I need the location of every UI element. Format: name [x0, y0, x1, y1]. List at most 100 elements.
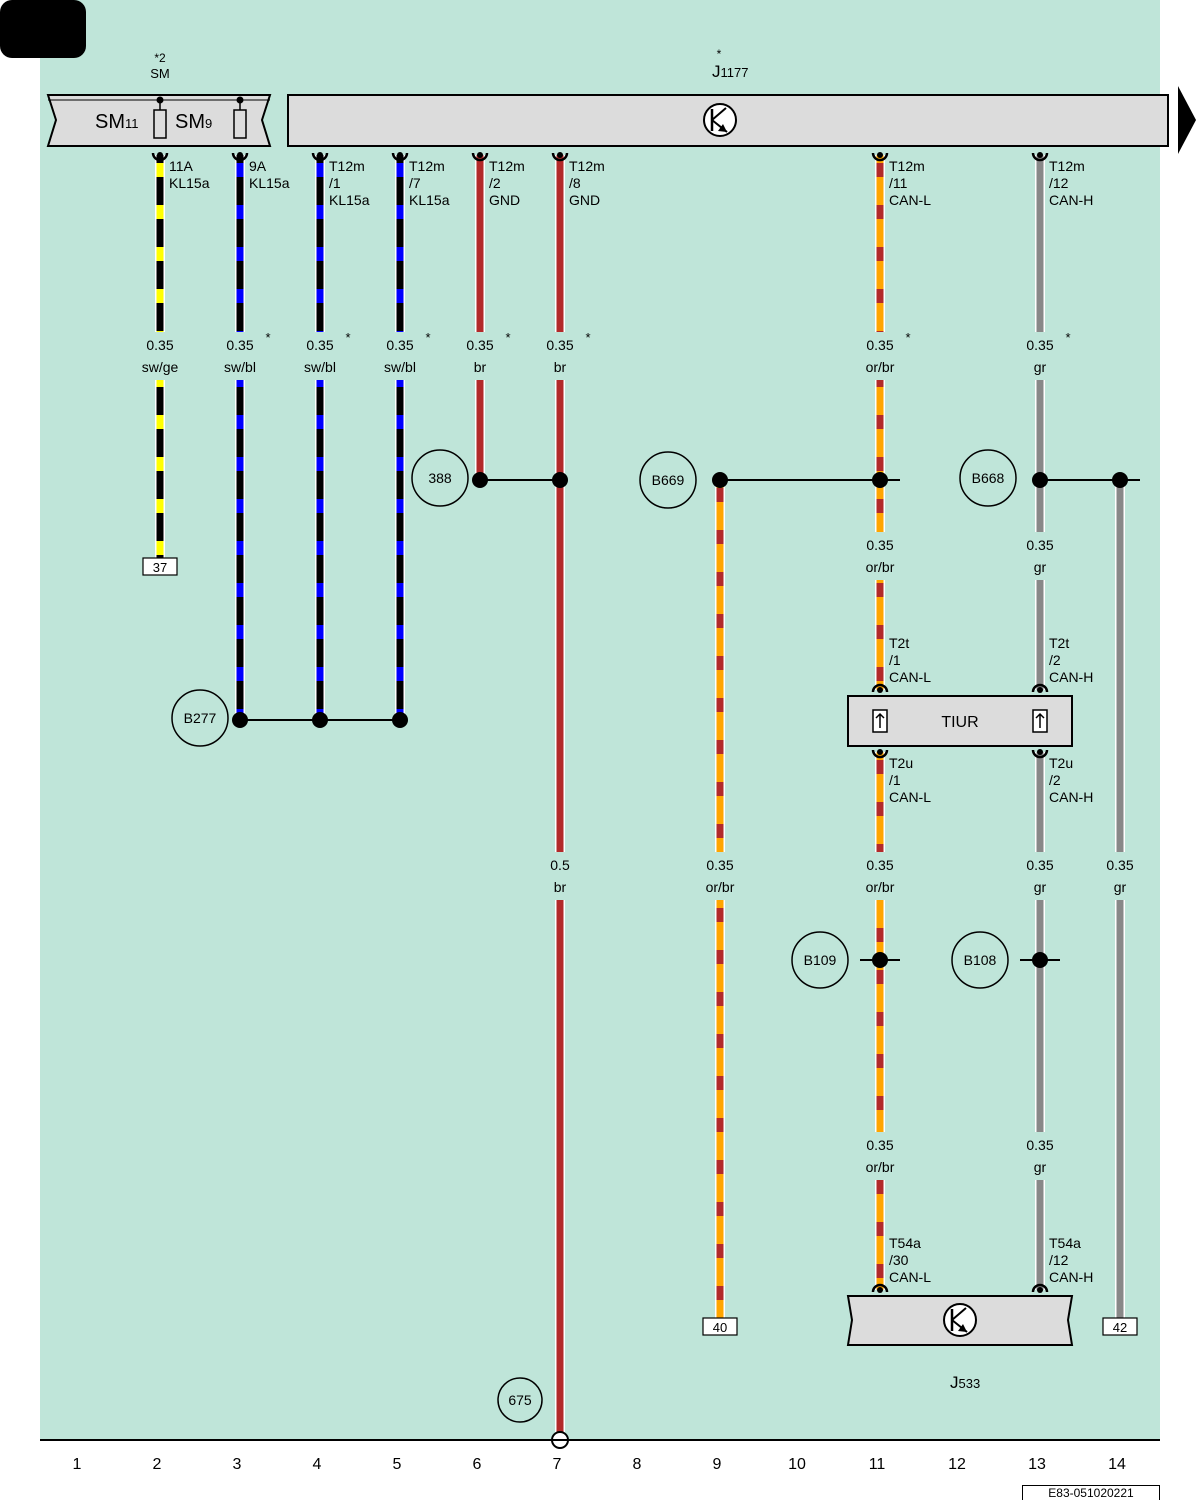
pin-dot	[397, 152, 403, 158]
column-number: 2	[153, 1456, 162, 1473]
pin-dot	[877, 687, 883, 693]
wire-label-col-7-color: br	[554, 359, 567, 375]
wire-label-col-4-note: *	[345, 330, 350, 345]
pin-label: /8	[569, 175, 581, 191]
wire-label-col-13-lower-color: gr	[1034, 879, 1047, 895]
j1177-note: *	[717, 47, 722, 61]
pin-label: T12m	[329, 158, 365, 174]
sm-label: SM	[150, 66, 170, 81]
column-number: 10	[788, 1456, 806, 1473]
wire-label-col-13-bottom-backdrop	[1018, 1132, 1062, 1180]
svg-text:675: 675	[508, 1392, 532, 1408]
wire-label-col-13-bottom-color: gr	[1034, 1159, 1047, 1175]
pin-label: T54a	[889, 1235, 921, 1251]
column-number: 3	[233, 1456, 242, 1473]
pin-label: /1	[329, 175, 341, 191]
pin-label: CAN-L	[889, 1269, 931, 1285]
pin-dot	[1037, 687, 1043, 693]
junction-675: 675	[497, 1377, 543, 1423]
wire-label-col-6-note: *	[505, 330, 510, 345]
continuation-42: 42	[1102, 1317, 1138, 1336]
wire-label-col-7-lower-backdrop	[538, 852, 582, 900]
tiur-label: TIUR	[941, 714, 978, 731]
pin-label: T2t	[889, 635, 909, 651]
column-number: 9	[713, 1456, 722, 1473]
wire-label-col-11-after-B669-color: or/br	[866, 559, 895, 575]
connector-socket-icon	[311, 152, 329, 162]
page-tab	[0, 0, 86, 58]
pin-label: CAN-L	[889, 192, 931, 208]
wire-label-col-13-color: gr	[1034, 359, 1047, 375]
pin-label: T2u	[1049, 755, 1073, 771]
column-number: 7	[553, 1456, 562, 1473]
pin-label: T54a	[1049, 1235, 1081, 1251]
fuse-sm11-label: SM11	[95, 111, 139, 133]
column-number: 8	[633, 1456, 642, 1473]
wire-label-col-2-size: 0.35	[146, 337, 173, 353]
wire-label-col-11-lower-size: 0.35	[866, 857, 893, 873]
pin-label: CAN-L	[889, 789, 931, 805]
wire-label-col-4-color: sw/bl	[304, 359, 336, 375]
svg-text:B669: B669	[652, 472, 685, 488]
svg-text:B277: B277	[184, 710, 217, 726]
fuse-sm9-label: SM9	[175, 111, 212, 133]
column-number: 13	[1028, 1456, 1046, 1473]
wire-label-col-5-color: sw/bl	[384, 359, 416, 375]
svg-text:388: 388	[428, 470, 452, 486]
pin-label: CAN-H	[1049, 789, 1093, 805]
column-number: 5	[393, 1456, 402, 1473]
column-number: 6	[473, 1456, 482, 1473]
pin-label: T12m	[409, 158, 445, 174]
wire-label-col-11-note: *	[905, 330, 910, 345]
pin-dot	[317, 152, 323, 158]
pin-label: CAN-H	[1049, 192, 1093, 208]
svg-text:40: 40	[713, 1320, 727, 1335]
pin-dot	[877, 1287, 883, 1293]
column-number: 4	[313, 1456, 322, 1473]
j1177-label: J1177	[712, 62, 748, 81]
pin-dot	[877, 749, 883, 755]
pin-dot	[1037, 152, 1043, 158]
wire-label-col-13-lower-backdrop	[1018, 852, 1062, 900]
pin-label: CAN-H	[1049, 669, 1093, 685]
continuation-37: 37	[142, 557, 178, 576]
svg-text:B108: B108	[964, 952, 997, 968]
pin-label: GND	[489, 192, 520, 208]
wire-label-col-13-after-B668-backdrop	[1018, 532, 1062, 580]
control-unit-icon	[703, 103, 737, 137]
pin-label: GND	[569, 192, 600, 208]
junction-b668: B668	[959, 449, 1017, 507]
wire-label-col-11-lower-backdrop	[858, 852, 902, 900]
wire-label-col-13-after-B668-size: 0.35	[1026, 537, 1053, 553]
svg-text:37: 37	[153, 560, 167, 575]
pin-label: T2u	[889, 755, 913, 771]
pin-dot	[477, 152, 483, 158]
wire-label-col-13-size: 0.35	[1026, 337, 1053, 353]
svg-text:B109: B109	[804, 952, 837, 968]
pin-dot	[237, 152, 243, 158]
pin-label: /2	[1049, 652, 1061, 668]
connector-socket-icon	[471, 152, 489, 162]
reference-code: E83-051020221	[1022, 1485, 1160, 1500]
pin-label: T12m	[489, 158, 525, 174]
wire-label-col-11-color: or/br	[866, 359, 895, 375]
control-unit-j1177	[287, 94, 1169, 147]
wire-label-col-6-size: 0.35	[466, 337, 493, 353]
connector-socket-icon	[391, 152, 409, 162]
junction-b669: B669	[639, 451, 697, 509]
pin-dot	[557, 152, 563, 158]
column-number: 14	[1108, 1456, 1126, 1473]
junction-388: 388	[411, 449, 469, 507]
wire-label-col-14-lower-color: gr	[1114, 879, 1127, 895]
wire-label-col-3-backdrop	[218, 332, 262, 380]
wire-label-col-6-backdrop	[458, 332, 502, 380]
pin-dot	[1037, 749, 1043, 755]
